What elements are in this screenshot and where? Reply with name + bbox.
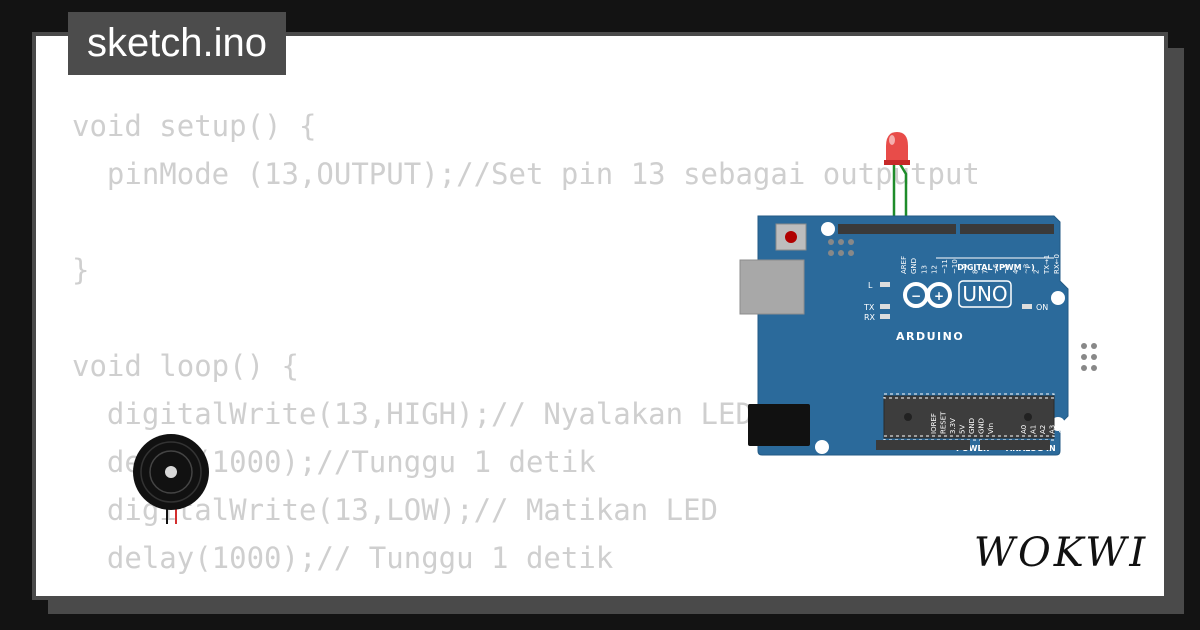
pin-label: 2 [1033, 270, 1041, 274]
pin-label: RESET [940, 411, 948, 434]
pin-label: ~3 [1022, 264, 1030, 274]
led-tx [880, 304, 890, 309]
pin-label: GND [910, 258, 918, 274]
power-jack [748, 404, 810, 446]
code-line: void loop() { [72, 349, 299, 383]
mount-hole [1051, 291, 1065, 305]
wokwi-logo-text: WOKWI [976, 530, 1146, 574]
led-l [880, 282, 890, 287]
pin-label: 13 [920, 265, 928, 274]
file-tab-title[interactable]: sketch.ino [68, 12, 286, 75]
led-tx-label: TX [863, 303, 875, 312]
pin-label: GND [968, 418, 976, 434]
pin-label: TX→1 [1043, 255, 1051, 275]
code-line: delay(1000);// Tunggu 1 detik [72, 541, 614, 575]
pin-label: Vin [987, 423, 995, 434]
led-rx [880, 314, 890, 319]
pin-label: A2 [1039, 425, 1047, 434]
code-line: pinMode (13,OUTPUT);//Set pin 13 sebagai… [72, 157, 980, 191]
pin-label: 8 [971, 270, 979, 274]
pin-label: 5V [959, 425, 967, 434]
pin-label: A0 [1020, 425, 1028, 434]
code-editor[interactable]: void setup() { pinMode (13,OUTPUT);//Set… [72, 102, 980, 582]
pin-label: ~6 [992, 263, 1000, 274]
led-rx-label: RX [864, 313, 876, 322]
icsp-header [828, 239, 854, 256]
pin-label: RX←0 [1053, 254, 1061, 274]
pin-label: GND [978, 418, 986, 434]
red-led[interactable] [884, 132, 910, 165]
pin-label: 12 [931, 265, 939, 274]
digital-header-right [960, 224, 1054, 234]
pin-label: ~9 [961, 264, 969, 274]
code-line: void setup() { [72, 109, 317, 143]
arduino-minus-plus-icon: − [911, 289, 921, 303]
led-on [1022, 304, 1032, 309]
mount-hole [815, 440, 829, 454]
usb-port [739, 259, 805, 315]
pin-label: 4 [1012, 269, 1020, 274]
pin-label: A1 [1030, 425, 1038, 434]
pin-label: ~5 [1002, 264, 1010, 274]
arduino-infinity-logo [903, 282, 952, 308]
pin-label: IOREF [930, 413, 938, 434]
icsp2-header [1081, 343, 1097, 371]
board-model: UNO [962, 282, 1007, 306]
board-brand: ARDUINO [896, 330, 964, 343]
digital-header-label: DIGITAL (PWM ~) [957, 263, 1035, 272]
digital-header-left [838, 224, 956, 234]
pin-label: 3.3V [949, 418, 957, 434]
power-header [876, 440, 970, 450]
board-pcb [757, 215, 1069, 456]
reset-button[interactable] [775, 223, 807, 251]
led-wire-cathode [898, 163, 908, 226]
buzzer[interactable] [132, 434, 212, 526]
led-l-label: L [868, 281, 873, 290]
pin-label: A4 [1058, 424, 1066, 434]
analog-header [980, 440, 1050, 450]
pin-label: A5 [1068, 425, 1076, 434]
pin-label: ~11 [941, 259, 949, 274]
code-line: } [72, 253, 90, 287]
pin-label: AREF [900, 256, 908, 274]
pin-label: ~10 [951, 259, 959, 274]
pin-label: 7 [982, 270, 990, 274]
editor-card: void setup() { pinMode (13,OUTPUT);//Set… [32, 32, 1168, 600]
wokwi-logo: WOKWI [974, 528, 1146, 579]
power-header-label: POWER [956, 444, 989, 453]
code-line: digitalWrite(13,HIGH);// Nyalakan LED [72, 397, 753, 431]
mount-hole [821, 222, 835, 236]
pin-label: A3 [1049, 425, 1057, 434]
bottom-headers [876, 440, 1050, 450]
code-line: digitalWrite(13,LOW);// Matikan LED [72, 493, 719, 527]
arduino-plus-icon: + [934, 289, 944, 303]
uno-badge [958, 280, 1012, 308]
led-on-label: ON [1036, 303, 1048, 312]
